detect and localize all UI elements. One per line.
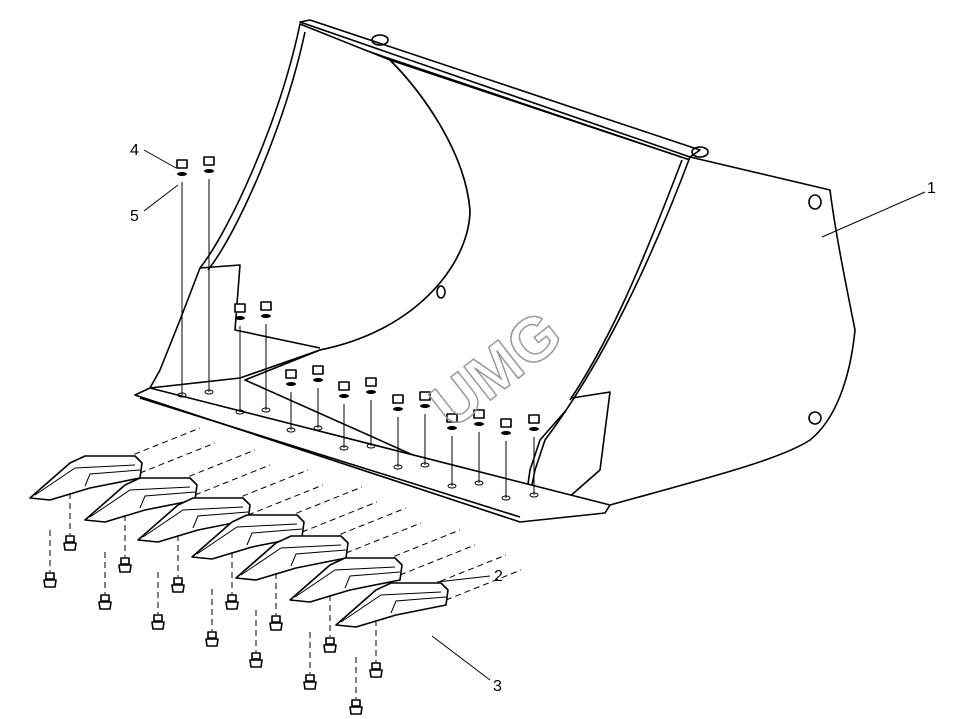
- washer: [447, 426, 457, 430]
- washer: [235, 316, 245, 320]
- edge-bolt: [473, 409, 485, 486]
- nut: [234, 303, 246, 313]
- nut: [285, 369, 297, 379]
- nut: [419, 391, 431, 401]
- tooth: [289, 529, 476, 690]
- callout-5: 5: [130, 208, 139, 225]
- washer: [313, 378, 323, 382]
- edge-bolt: [338, 381, 350, 451]
- tooth: [29, 427, 216, 588]
- washer: [204, 169, 214, 173]
- washer: [286, 382, 296, 386]
- washer: [366, 390, 376, 394]
- callouts: 1 2 3 4 5: [130, 142, 936, 695]
- tooth-bolt: [303, 632, 317, 690]
- washer: [501, 431, 511, 435]
- nut: [446, 413, 458, 423]
- tooth-bolt: [118, 515, 132, 573]
- nut: [312, 365, 324, 375]
- edge-bolt: [500, 418, 512, 501]
- nut: [500, 418, 512, 428]
- nut: [338, 381, 350, 391]
- callout-1: 1: [927, 180, 936, 197]
- tooth-bolt: [323, 595, 337, 653]
- edge-bolt: [203, 156, 215, 395]
- washer: [261, 314, 271, 318]
- washer: [529, 427, 539, 431]
- edge-bolt: [365, 377, 377, 449]
- edge-bolt: [285, 369, 297, 433]
- bucket-body: [134, 19, 856, 523]
- nut: [365, 377, 377, 387]
- tooth: [191, 486, 378, 647]
- washer: [393, 407, 403, 411]
- tooth-bolt: [171, 535, 185, 593]
- edge-bolt: [234, 303, 246, 415]
- tooth: [137, 469, 324, 630]
- nut: [392, 394, 404, 404]
- tooth-bolt: [225, 552, 239, 610]
- tooth: [335, 554, 522, 715]
- tooth-bolt: [43, 530, 57, 588]
- nut: [528, 414, 540, 424]
- callout-4: 4: [130, 142, 139, 159]
- edge-bolt: [312, 365, 324, 431]
- washer: [177, 172, 187, 176]
- washer: [420, 404, 430, 408]
- tooth-bolt: [349, 657, 363, 715]
- edge-bolts-group: [176, 156, 540, 501]
- edge-bolt: [446, 413, 458, 489]
- nut: [260, 301, 272, 311]
- callout-2: 2: [494, 568, 503, 585]
- tooth-bolt: [98, 552, 112, 610]
- tooth-bolt: [249, 610, 263, 668]
- nut: [203, 156, 215, 166]
- washer: [339, 394, 349, 398]
- nut: [473, 409, 485, 419]
- tooth: [84, 449, 271, 610]
- washer: [474, 422, 484, 426]
- tooth-bolt: [63, 493, 77, 551]
- tooth: [235, 507, 422, 668]
- edge-bolt: [260, 301, 272, 413]
- edge-bolt: [392, 394, 404, 470]
- tooth-bolt: [205, 589, 219, 647]
- nut: [176, 159, 188, 169]
- tooth-bolt: [269, 573, 283, 631]
- tooth-bolt: [369, 620, 383, 678]
- edge-bolt: [528, 414, 540, 498]
- edge-bolt: [176, 159, 188, 398]
- callout-3: 3: [493, 678, 502, 695]
- tooth-bolt: [151, 572, 165, 630]
- teeth-group: [29, 427, 522, 715]
- edge-bolt: [419, 391, 431, 468]
